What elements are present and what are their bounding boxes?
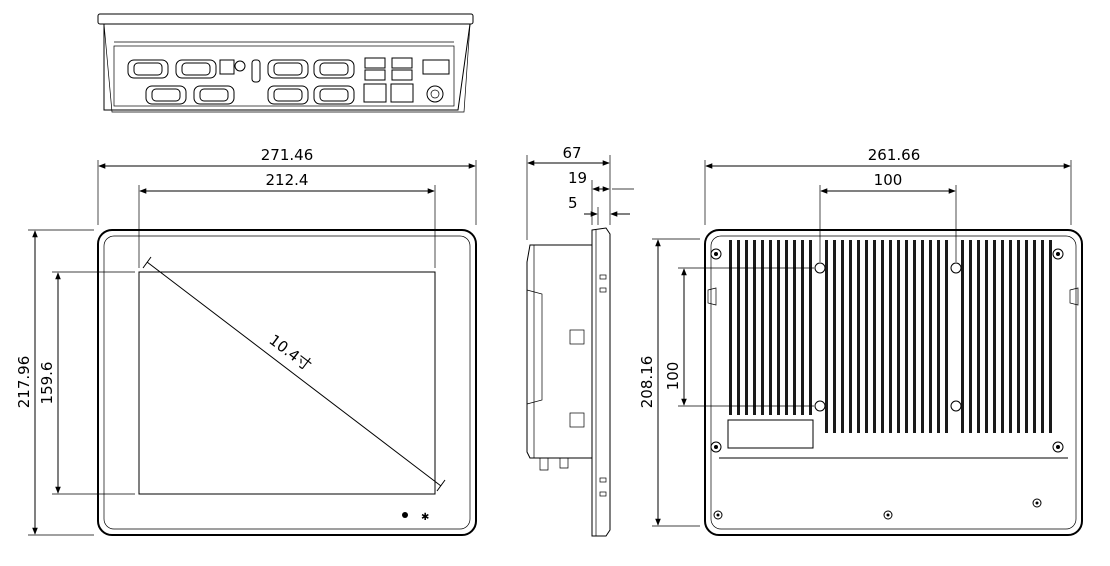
- vesa-vertical-dimension: 100: [664, 362, 682, 391]
- sensor-icon: ✱: [421, 512, 429, 523]
- usb-port: [364, 57, 413, 81]
- io-panel-view: [97, 13, 474, 113]
- diagonal-size-label: 10.4寸: [266, 331, 315, 375]
- db9-port: [127, 59, 355, 105]
- rear-view: 261.66 100 208.16 100: [638, 146, 1083, 536]
- vesa-mount-hole: [814, 262, 962, 412]
- depth-dimension: 67: [562, 144, 581, 162]
- vesa-horizontal-dimension: 100: [874, 171, 903, 189]
- active-width-dimension: 212.4: [266, 171, 309, 189]
- rear-height-dimension: 208.16: [638, 356, 656, 409]
- rear-width-dimension: 261.66: [868, 146, 921, 164]
- mounting-screw: [710, 248, 1064, 520]
- overall-height-dimension: 217.96: [15, 356, 33, 409]
- active-height-dimension: 159.6: [38, 362, 56, 405]
- rj45-port: [363, 83, 414, 103]
- power-terminal: [219, 59, 246, 75]
- power-led-icon: [402, 512, 408, 518]
- heatsink-fins: [729, 240, 1052, 433]
- power-button-icon: [426, 85, 444, 103]
- front-thickness-dimension: 5: [568, 194, 578, 212]
- dc-terminal: [422, 59, 450, 75]
- side-view: 67 19 5: [526, 144, 634, 537]
- diagonal-line: [146, 261, 442, 487]
- label-plate: [727, 419, 814, 449]
- hdmi-port: [251, 59, 261, 83]
- bezel-dimension: 19: [568, 169, 587, 187]
- screen-area: [138, 271, 436, 495]
- overall-width-dimension: 271.46: [261, 146, 314, 164]
- front-view: 10.4寸 ✱ 271.46 212.4 217.96 159.6: [15, 146, 477, 536]
